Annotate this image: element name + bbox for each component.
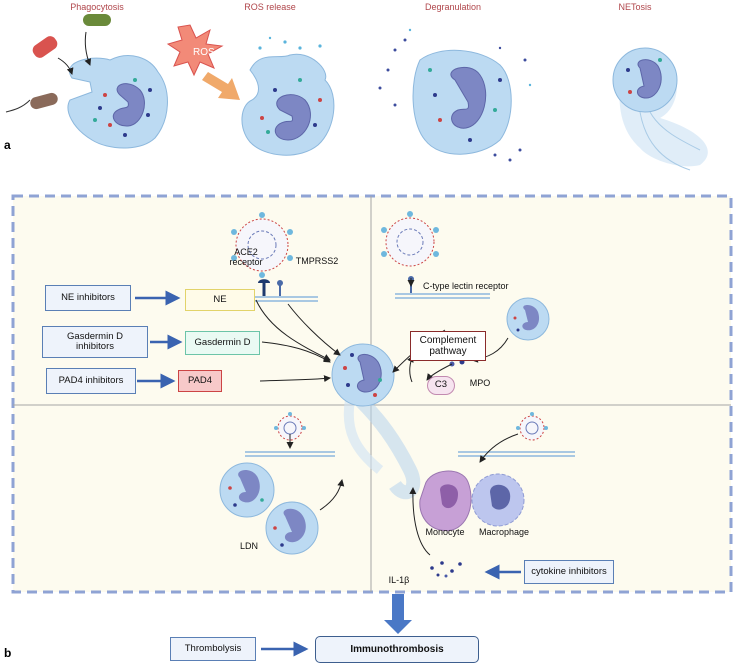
stage-title-ros-release: ROS release bbox=[244, 2, 296, 12]
ldn-label: LDN bbox=[239, 541, 258, 551]
degranulation-cell bbox=[378, 28, 532, 162]
virus-top-right bbox=[381, 211, 439, 267]
thrombolysis-box: Thrombolysis bbox=[170, 637, 256, 661]
phagocytosis-cell bbox=[67, 55, 168, 149]
stage-title-degranulation: Degranulation bbox=[424, 2, 482, 12]
stage-title-phagocytosis: Phagocytosis bbox=[70, 2, 124, 12]
bacterium-green bbox=[83, 14, 111, 26]
panel-a-label: a bbox=[4, 138, 11, 152]
membranes bbox=[228, 293, 575, 457]
macrophage-cell bbox=[471, 473, 525, 527]
tmprss2-label: TMPRSS2 bbox=[295, 256, 339, 266]
ne-box: NE bbox=[185, 289, 255, 311]
pad4-inhibitors-box: PAD4 inhibitors bbox=[46, 368, 136, 394]
panel-b-label: b bbox=[4, 646, 12, 660]
ace2-receptor-label: ACE2 receptor bbox=[229, 247, 263, 268]
cytokine-dots bbox=[430, 561, 462, 578]
ros-burst-text: ROS bbox=[193, 47, 215, 58]
ace2-receptor-icon bbox=[258, 279, 270, 296]
bacterium-brown bbox=[30, 92, 58, 110]
ros-burst-icon: ROS bbox=[166, 24, 224, 77]
inhibitor-arrows bbox=[135, 290, 521, 657]
c3-badge: C3 bbox=[427, 376, 455, 395]
monocyte-cell bbox=[419, 470, 472, 532]
ros-release-cell bbox=[241, 36, 335, 156]
immunothrombosis-down-arrow bbox=[384, 594, 412, 634]
ros-arrow-icon bbox=[202, 72, 240, 100]
ldn-cell-2 bbox=[265, 501, 319, 555]
gasdermin-d-box: Gasdermin D bbox=[185, 331, 260, 355]
central-netosis-cell bbox=[331, 343, 421, 500]
monocyte-label: Monocyte bbox=[425, 527, 465, 537]
il1b-label: IL-1β bbox=[388, 575, 410, 585]
cytokine-inhibitors-box: cytokine inhibitors bbox=[524, 560, 614, 584]
mpo-label: MPO bbox=[469, 378, 491, 388]
tmprss2-icon bbox=[277, 280, 283, 296]
ne-inhibitors-box: NE inhibitors bbox=[45, 285, 131, 311]
gasdermin-d-inhibitors-box: Gasdermin D inhibitors bbox=[42, 326, 148, 358]
macrophage-label: Macrophage bbox=[478, 527, 530, 537]
ldn-cell-1 bbox=[219, 462, 275, 518]
bacterium-red bbox=[32, 36, 58, 58]
stage-title-netosis: NETosis bbox=[618, 2, 652, 12]
virus-bottom-right bbox=[516, 412, 548, 441]
pad4-box: PAD4 bbox=[178, 370, 222, 392]
neutrophil-top-right bbox=[506, 297, 550, 341]
complement-pathway-box: Complement pathway bbox=[410, 331, 486, 361]
immunothrombosis-box: Immunothrombosis bbox=[315, 636, 479, 663]
netosis-cell bbox=[612, 47, 708, 171]
c-type-lectin-receptor-label: C-type lectin receptor bbox=[423, 281, 509, 291]
virus-top-left bbox=[231, 212, 293, 278]
